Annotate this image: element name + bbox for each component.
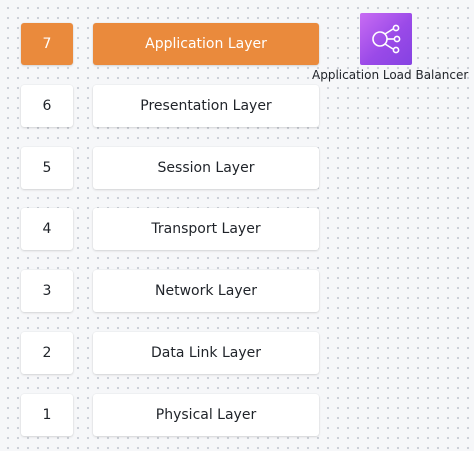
layer-number-box: 7 — [21, 23, 73, 65]
layer-name-box: Network Layer — [93, 270, 319, 312]
layer-number-box: 1 — [21, 394, 73, 436]
layer-number-box: 6 — [21, 85, 73, 127]
layer-number-box: 4 — [21, 208, 73, 250]
alb-label: Application Load Balancer — [312, 68, 469, 82]
layer-row-6: 6 Presentation Layer — [0, 85, 474, 127]
application-load-balancer-node: Application Load Balancer — [312, 13, 469, 88]
layer-number-box: 5 — [21, 147, 73, 189]
load-balancer-glyph-icon — [372, 24, 401, 54]
layer-name-box: Data Link Layer — [93, 332, 319, 374]
application-load-balancer-icon — [360, 13, 412, 65]
layer-number-box: 3 — [21, 270, 73, 312]
layer-row-3: 3 Network Layer — [0, 270, 474, 312]
layer-name-box: Transport Layer — [93, 208, 319, 250]
layer-name-box: Application Layer — [93, 23, 319, 65]
layer-row-2: 2 Data Link Layer — [0, 332, 474, 374]
layer-name-box: Presentation Layer — [93, 85, 319, 127]
layer-row-7: 7 Application Layer — [0, 23, 474, 65]
layer-name-box: Physical Layer — [93, 394, 319, 436]
layer-name-box: Session Layer — [93, 147, 319, 189]
layer-row-4: 4 Transport Layer — [0, 208, 474, 250]
layer-number-box: 2 — [21, 332, 73, 374]
layer-row-5: 5 Session Layer — [0, 147, 474, 189]
layer-row-1: 1 Physical Layer — [0, 394, 474, 436]
